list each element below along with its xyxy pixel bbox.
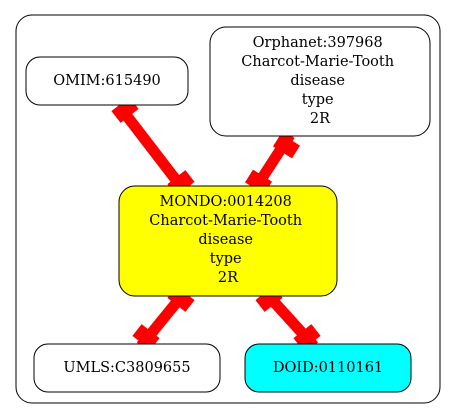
node-doid-label: DOID:0110161 [273, 360, 383, 376]
node-umls[interactable]: UMLS:C3809655 [33, 343, 221, 393]
node-orphanet[interactable]: Orphanet:397968 Charcot-Marie-Tooth dise… [209, 26, 431, 137]
node-mondo-label: MONDO:0014208 Charcot-Marie-Tooth diseas… [149, 194, 306, 286]
node-orphanet-label: Orphanet:397968 Charcot-Marie-Tooth dise… [241, 35, 398, 127]
node-mondo[interactable]: MONDO:0014208 Charcot-Marie-Tooth diseas… [118, 185, 338, 297]
node-doid[interactable]: DOID:0110161 [244, 343, 412, 393]
node-umls-label: UMLS:C3809655 [63, 360, 190, 376]
node-omim[interactable]: OMIM:615490 [25, 56, 189, 106]
node-omim-label: OMIM:615490 [53, 73, 161, 89]
